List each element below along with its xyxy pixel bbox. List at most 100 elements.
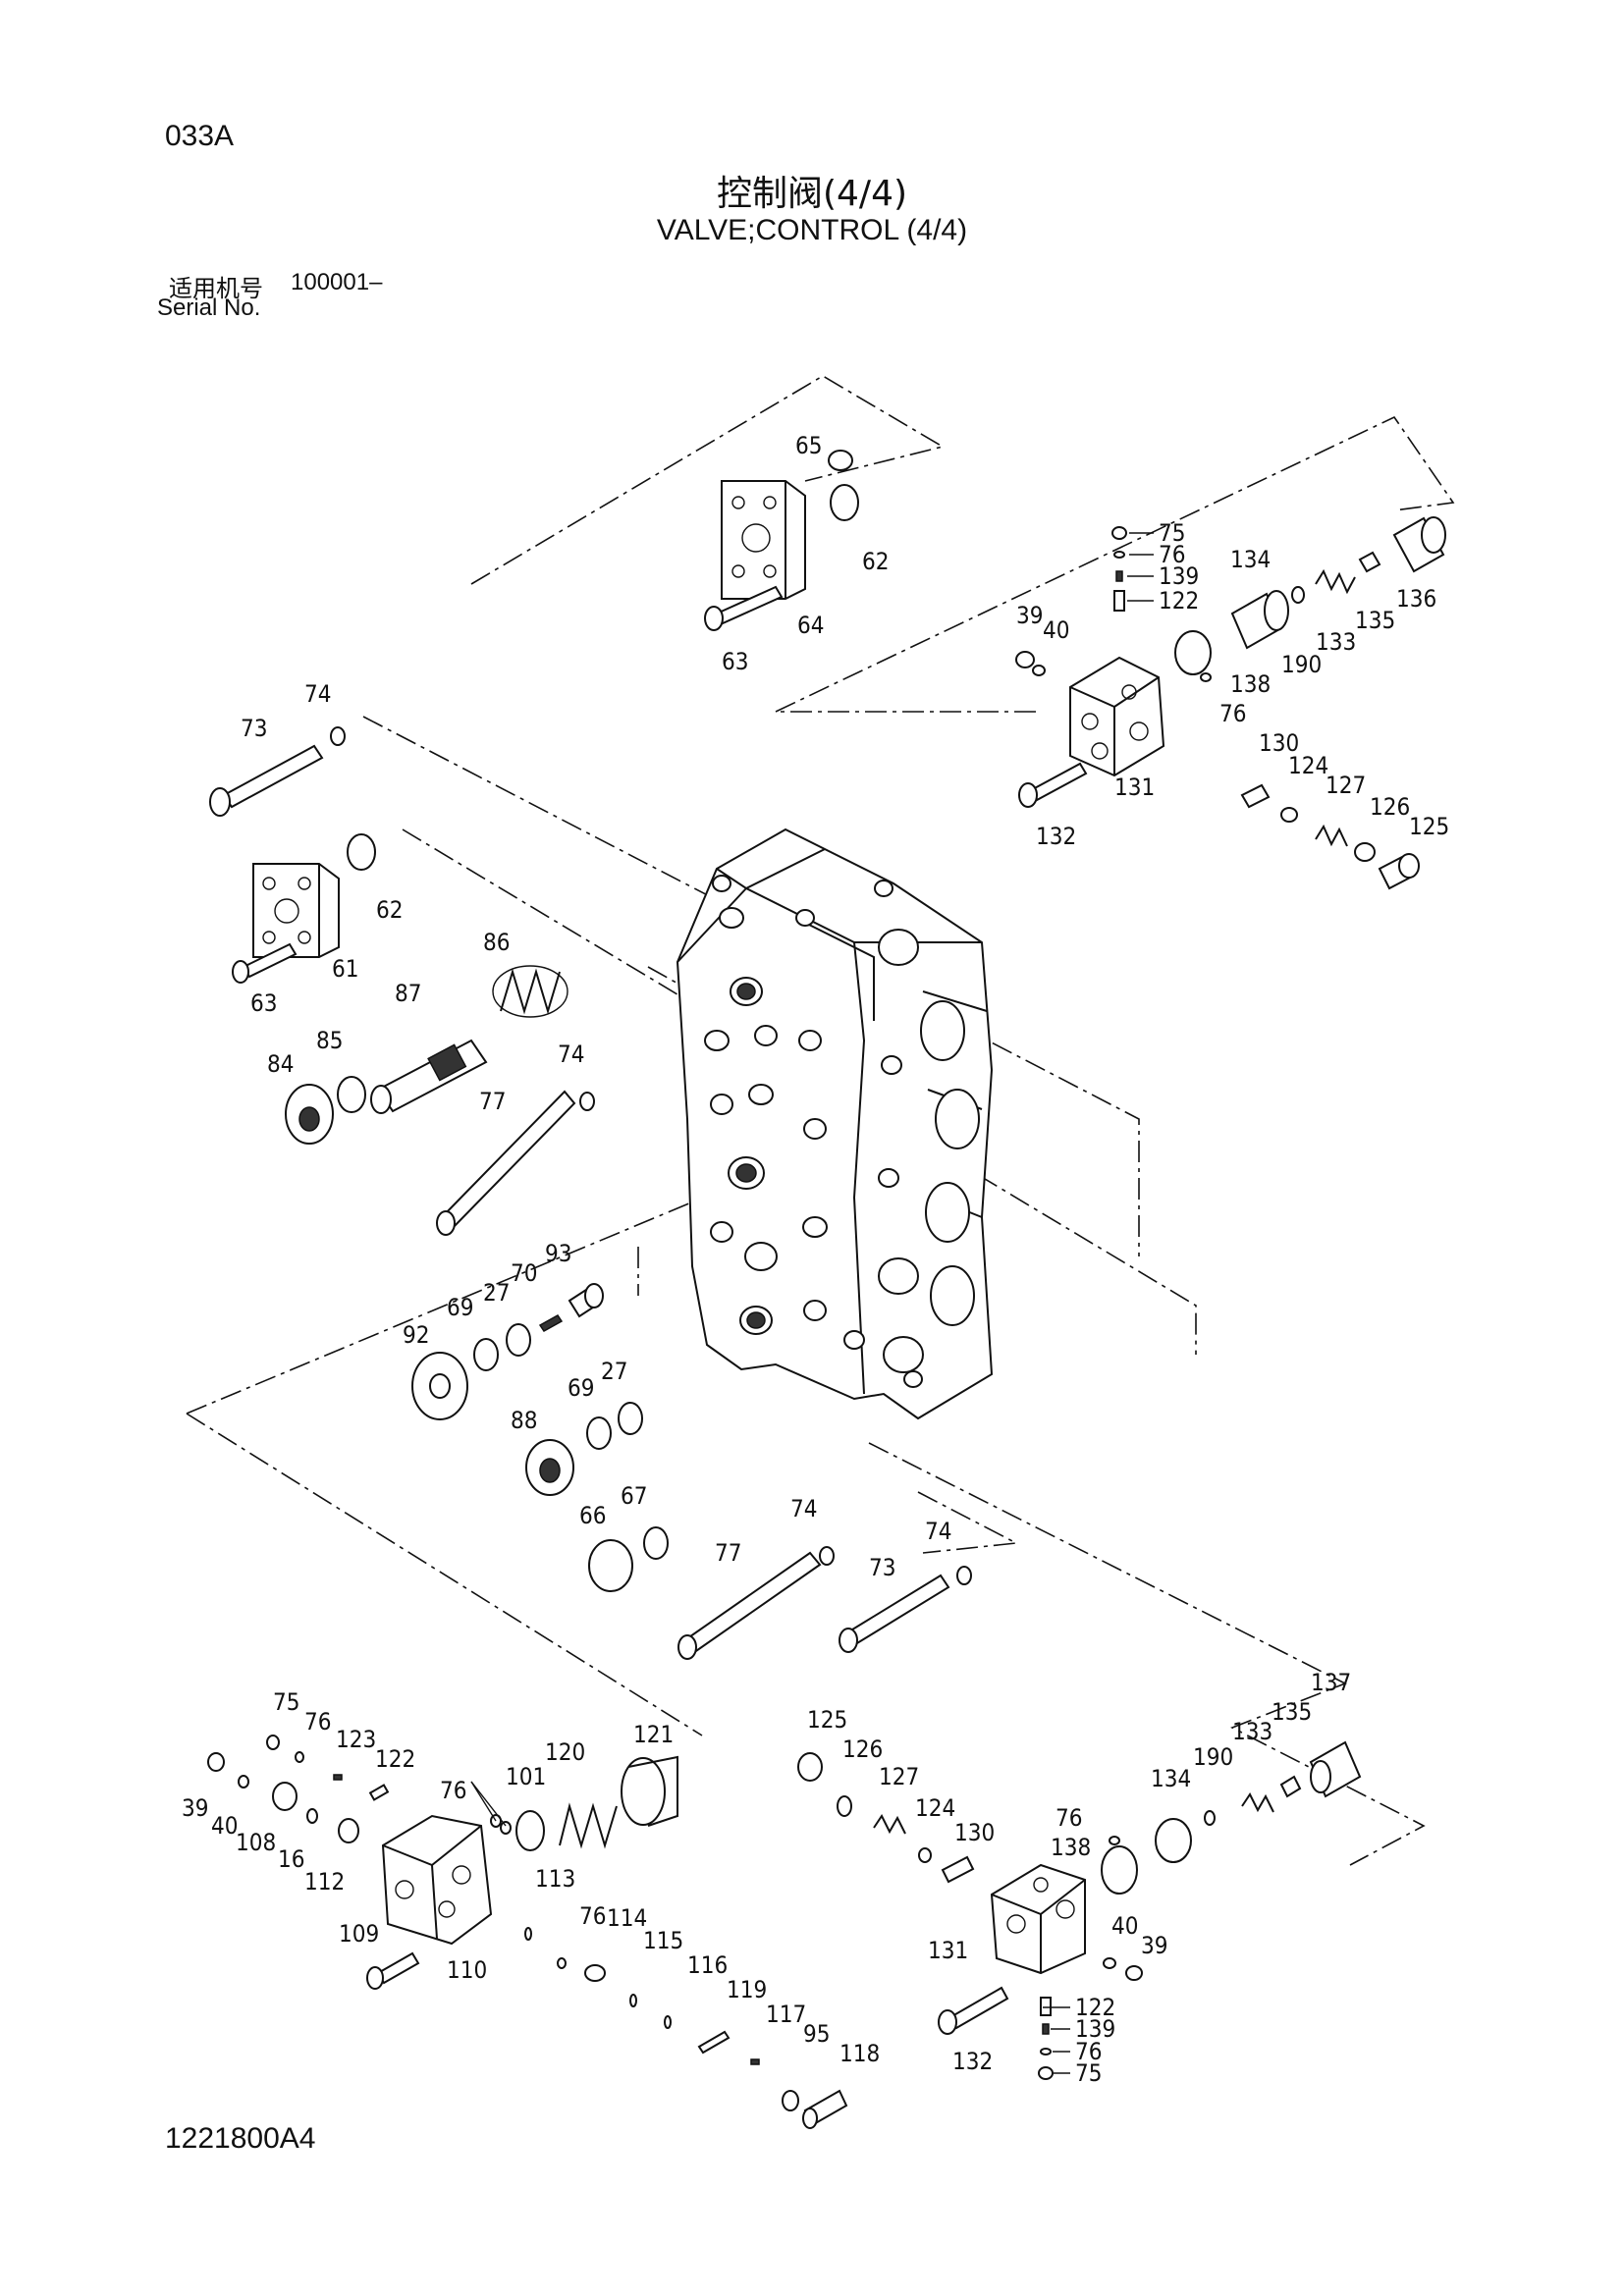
callout: 122 <box>375 1745 415 1773</box>
washer-124-lower <box>918 1847 932 1863</box>
pin-139-top <box>1115 570 1123 582</box>
callout: 125 <box>1409 813 1449 840</box>
callout: 117 <box>766 2001 806 2028</box>
plug-39-top <box>1015 651 1035 668</box>
plug-84 <box>285 1084 334 1145</box>
o-ring-65 <box>828 450 853 471</box>
callout: 114 <box>607 1904 647 1932</box>
callout: 40 <box>211 1812 238 1840</box>
washer-124-top <box>1280 807 1298 823</box>
spring-86 <box>492 965 568 1018</box>
control-valve-body <box>676 828 994 1420</box>
o-ring-138-lower <box>1101 1845 1138 1895</box>
plug-118 <box>802 2089 848 2129</box>
spring-120 <box>559 1802 618 1849</box>
callout: 62 <box>862 548 889 575</box>
title-chinese: 控制阀(4/4) <box>716 174 908 214</box>
plug-75-left <box>266 1735 280 1750</box>
callout: 74 <box>304 680 331 708</box>
washer-40-left <box>238 1775 249 1789</box>
valve-block-110 <box>381 1814 493 1946</box>
callout: 132 <box>1036 823 1076 850</box>
callout: 127 <box>879 1763 919 1790</box>
callout: 121 <box>633 1721 674 1748</box>
ring-115 <box>629 1994 637 2007</box>
cap-137 <box>1309 1740 1362 1798</box>
callout: 39 <box>182 1794 208 1822</box>
callout: 61 <box>332 955 358 983</box>
plug-75-top <box>1111 526 1127 540</box>
bolt-109 <box>366 1951 420 1990</box>
callout: 76 <box>440 1777 466 1804</box>
pin-139-lower <box>1042 2023 1050 2035</box>
ring-76-top <box>1113 551 1125 559</box>
ring-76-lower-b <box>1040 2048 1052 2056</box>
ring-116 <box>664 2015 672 2029</box>
callout: 123 <box>336 1726 376 1753</box>
plug-122-top <box>1113 590 1125 612</box>
callout: 126 <box>842 1735 883 1763</box>
callout: 137 <box>1311 1669 1351 1696</box>
o-ring-85 <box>337 1076 366 1113</box>
callout: 132 <box>952 2048 993 2075</box>
sleeve-134-lower <box>1155 1818 1192 1863</box>
spool-87 <box>370 1039 488 1114</box>
callout: 92 <box>403 1321 429 1349</box>
valve-130-top <box>1240 783 1271 809</box>
callout: 118 <box>839 2040 880 2067</box>
callout: 124 <box>915 1794 955 1822</box>
o-ring-69-b <box>586 1416 612 1450</box>
bolt-63-left <box>232 942 298 984</box>
callout: 69 <box>447 1294 473 1321</box>
callout: 131 <box>1114 774 1155 801</box>
ring-76-left-a <box>295 1751 304 1763</box>
callout: 134 <box>1151 1765 1191 1792</box>
callout: 75 <box>273 1688 299 1716</box>
plug-108 <box>272 1782 298 1811</box>
callout: 73 <box>869 1554 895 1581</box>
callout: 77 <box>479 1088 506 1115</box>
valve-130-lower <box>941 1855 975 1884</box>
callout: 88 <box>511 1407 537 1434</box>
relief-block-131 <box>1069 656 1165 777</box>
callout: 66 <box>579 1502 606 1529</box>
ring-190-lower <box>1204 1810 1216 1826</box>
relief-block-131-lower <box>990 1863 1086 1975</box>
spring-114 <box>584 1964 606 1982</box>
callout: 113 <box>535 1865 575 1893</box>
callout: 190 <box>1281 651 1322 678</box>
callout: 138 <box>1051 1834 1091 1861</box>
o-ring-62-left <box>347 833 376 871</box>
plug-39-left <box>207 1752 225 1772</box>
callout: 127 <box>1326 772 1366 799</box>
callout: 120 <box>545 1738 585 1766</box>
plug-125-lower <box>797 1752 823 1782</box>
callout: 135 <box>1355 607 1395 634</box>
callout: 62 <box>376 896 403 924</box>
callout-labels: 65 62 64 63 75 76 139 122 134 133 135 13… <box>182 432 1449 2087</box>
plug-66 <box>588 1539 633 1592</box>
o-ring-126-lower <box>837 1795 852 1817</box>
callout: 75 <box>1159 519 1185 547</box>
pin-117 <box>750 2058 760 2065</box>
o-ring-74-lower-a <box>819 1546 835 1566</box>
callout: 69 <box>568 1374 594 1402</box>
callout: 134 <box>1230 546 1271 573</box>
callout: 76 <box>1075 2038 1102 2065</box>
serial-label-chinese: 适用机号 <box>169 275 263 302</box>
pin-119 <box>697 2030 731 2055</box>
bolt-73-top <box>209 744 324 817</box>
callout: 93 <box>545 1240 571 1267</box>
callout: 76 <box>1056 1804 1082 1832</box>
ring-76-top-b <box>1200 672 1212 682</box>
callout: 16 <box>278 1845 304 1873</box>
callout: 67 <box>621 1482 647 1510</box>
callout: 135 <box>1272 1698 1312 1726</box>
ring-76-lower-a <box>1109 1836 1120 1845</box>
drawing-number: 1221800A4 <box>165 2122 316 2155</box>
plug-125-top <box>1378 853 1420 890</box>
o-ring-74-mid <box>579 1092 595 1111</box>
callout: 75 <box>1075 2059 1102 2087</box>
callout: 124 <box>1288 752 1328 779</box>
